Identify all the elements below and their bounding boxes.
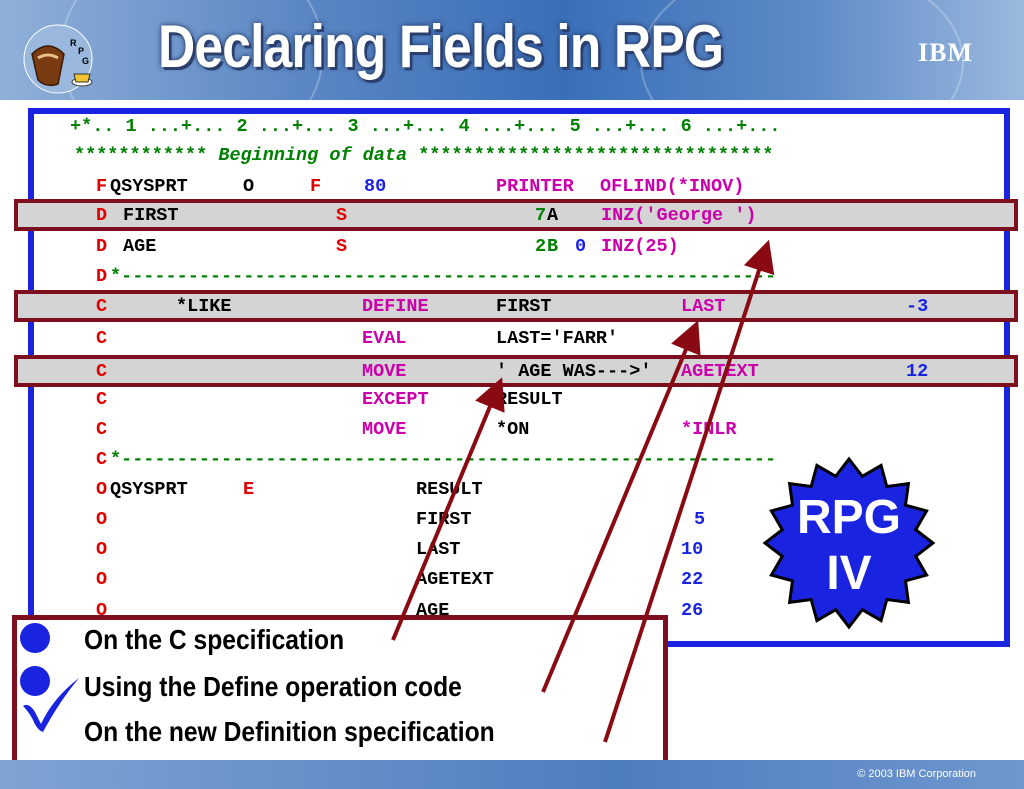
spec-letter: C — [96, 328, 108, 349]
bullet-text: Using the Define operation code — [84, 671, 462, 702]
end-position: 5 — [694, 509, 706, 530]
factor2: *ON — [496, 419, 530, 440]
beginning-of-data-line: ************ Beginning of data *********… — [74, 145, 773, 166]
output-field: FIRST — [416, 509, 472, 530]
file-type: F — [310, 176, 322, 197]
highlight-definition-spec — [14, 199, 1018, 231]
bullet-dot-icon — [20, 666, 50, 696]
spec-letter: O — [96, 600, 108, 621]
field-name: AGE — [123, 236, 157, 257]
end-position: 22 — [681, 569, 704, 590]
opcode: EXCEPT — [362, 389, 429, 410]
spec-letter: D — [96, 266, 108, 287]
data-type: A — [547, 205, 559, 226]
field-length: 2 — [535, 236, 547, 257]
output-field: RESULT — [416, 479, 483, 500]
spec-letter: O — [96, 509, 108, 530]
opcode: MOVE — [362, 361, 407, 382]
bullet-text: On the C specification — [84, 624, 345, 655]
stars-right: ******************************** — [418, 145, 774, 166]
file-io: O — [243, 176, 255, 197]
factor2: LAST='FARR' — [496, 328, 619, 349]
spec-letter: C — [96, 389, 108, 410]
badge-line-2: IV — [826, 547, 872, 600]
comment-line: *---------------------------------------… — [110, 449, 777, 470]
spec-letter: O — [96, 479, 108, 500]
result-field: AGETEXT — [681, 361, 759, 382]
opcode: EVAL — [362, 328, 407, 349]
result-length: -3 — [906, 296, 929, 317]
file-name: QSYSPRT — [110, 479, 188, 500]
end-position: 10 — [681, 539, 704, 560]
output-field: AGETEXT — [416, 569, 494, 590]
stars-left: ************ — [74, 145, 208, 166]
output-field: LAST — [416, 539, 461, 560]
spec-letter: F — [96, 176, 108, 197]
badge-line-1: RPG — [796, 491, 901, 544]
decorative-swirl — [640, 0, 964, 100]
record-length: 80 — [364, 176, 387, 197]
result-field: *INLR — [681, 419, 737, 440]
slide-footer: © 2003 IBM Corporation — [0, 760, 1024, 789]
spec-letter: O — [96, 539, 108, 560]
def-type: S — [336, 205, 348, 226]
opcode: DEFINE — [362, 296, 429, 317]
svg-text:R: R — [70, 38, 77, 48]
spec-letter: D — [96, 205, 108, 226]
decimals: 0 — [575, 236, 587, 257]
rpg-coffee-logo-icon: R P G — [23, 24, 93, 94]
output-type: E — [243, 479, 255, 500]
data-type: B — [547, 236, 559, 257]
init-keyword: INZ(25) — [601, 236, 679, 257]
highlight-move-line — [14, 355, 1018, 387]
ibm-logo: IBM — [918, 38, 973, 67]
slide-title: Declaring Fields in RPG — [158, 13, 724, 80]
spec-letter: C — [96, 361, 108, 382]
svg-text:G: G — [82, 56, 89, 66]
highlight-define-opcode — [14, 290, 1018, 322]
result-length: 12 — [906, 361, 929, 382]
slide-header: R P G Declaring Fields in RPG IBM — [0, 0, 1024, 100]
file-name: QSYSPRT — [110, 176, 188, 197]
factor2: FIRST — [496, 296, 552, 317]
spec-letter: O — [96, 569, 108, 590]
file-keyword: OFLIND(*INOV) — [600, 176, 745, 197]
rpg-iv-starburst-badge — [762, 456, 936, 630]
svg-text:P: P — [78, 46, 84, 56]
begin-text: Beginning of data — [218, 145, 408, 166]
spec-letter: C — [96, 449, 108, 470]
field-length: 7 — [535, 205, 547, 226]
result-field: LAST — [681, 296, 726, 317]
bullet-text: On the new Definition specification — [84, 716, 495, 747]
init-keyword: INZ('George ') — [601, 205, 757, 226]
bullet-box: On the C specification Using the Define … — [12, 615, 668, 780]
comment-line: *---------------------------------------… — [110, 266, 777, 287]
spec-letter: C — [96, 296, 108, 317]
field-name: FIRST — [123, 205, 179, 226]
bullet-dot-icon — [20, 623, 50, 653]
spec-letter: C — [96, 419, 108, 440]
def-type: S — [336, 236, 348, 257]
spec-letter: D — [96, 236, 108, 257]
opcode: MOVE — [362, 419, 407, 440]
factor2: ' AGE WAS--->' — [496, 361, 652, 382]
end-position: 26 — [681, 600, 704, 621]
column-ruler: +*.. 1 ...+... 2 ...+... 3 ...+... 4 ...… — [70, 116, 781, 137]
device: PRINTER — [496, 176, 574, 197]
checkmark-icon — [23, 678, 79, 732]
factor1: *LIKE — [176, 296, 232, 317]
copyright-text: © 2003 IBM Corporation — [857, 768, 976, 780]
badge-label: RPG IV — [762, 490, 936, 602]
factor2: RESULT — [496, 389, 563, 410]
